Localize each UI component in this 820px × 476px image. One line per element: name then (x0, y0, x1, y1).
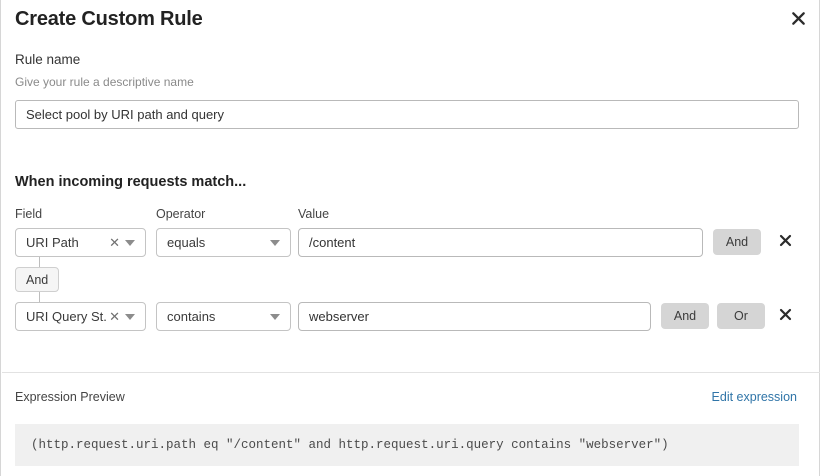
chevron-down-icon (125, 313, 135, 320)
close-icon (779, 234, 792, 250)
expression-preview-label: Expression Preview (15, 390, 125, 404)
column-header-operator: Operator (156, 207, 206, 221)
close-icon (791, 11, 806, 26)
delete-condition-button[interactable] (773, 230, 797, 254)
chevron-down-icon (270, 313, 280, 320)
page-title: Create Custom Rule (15, 8, 203, 30)
condition-row: URI Path ✕ equals And (1, 228, 820, 257)
rule-name-help-text: Give your rule a descriptive name (15, 75, 194, 89)
operator-select-value: equals (167, 235, 206, 250)
field-select[interactable]: URI Path ✕ (15, 228, 146, 257)
section-divider (2, 372, 820, 373)
match-section-heading: When incoming requests match... (15, 174, 247, 190)
close-icon (779, 308, 792, 324)
edit-expression-link[interactable]: Edit expression (711, 390, 797, 404)
column-header-value: Value (298, 207, 330, 221)
operator-select[interactable]: equals (156, 228, 291, 257)
value-input[interactable] (298, 228, 703, 257)
column-header-field: Field (15, 207, 43, 221)
chevron-down-icon (270, 239, 280, 246)
operator-select-value: contains (167, 309, 216, 324)
rule-name-input[interactable] (15, 100, 799, 129)
clear-x-icon[interactable]: ✕ (109, 309, 120, 324)
value-input[interactable] (298, 302, 651, 331)
connector-line-top (39, 257, 40, 267)
field-select-value: URI Path (26, 235, 79, 250)
add-and-condition-button[interactable]: And (661, 303, 709, 329)
field-select-value: URI Query St... (26, 309, 108, 324)
connector-line-bottom (39, 292, 40, 303)
clear-x-icon[interactable]: ✕ (109, 235, 120, 250)
condition-connector: And (1, 257, 141, 303)
field-select[interactable]: URI Query St... ✕ (15, 302, 146, 331)
condition-row: URI Query St... ✕ contains And Or (1, 302, 820, 331)
add-or-condition-button[interactable]: Or (717, 303, 765, 329)
expression-preview-text: (http.request.uri.path eq "/content" and… (31, 438, 669, 452)
add-and-condition-button[interactable]: And (713, 229, 761, 255)
operator-select[interactable]: contains (156, 302, 291, 331)
delete-condition-button[interactable] (773, 304, 797, 328)
close-button[interactable] (786, 6, 810, 30)
connector-logic-badge[interactable]: And (15, 267, 60, 292)
expression-preview-box: (http.request.uri.path eq "/content" and… (15, 424, 799, 466)
chevron-down-icon (125, 239, 135, 246)
rule-name-label: Rule name (15, 52, 81, 67)
